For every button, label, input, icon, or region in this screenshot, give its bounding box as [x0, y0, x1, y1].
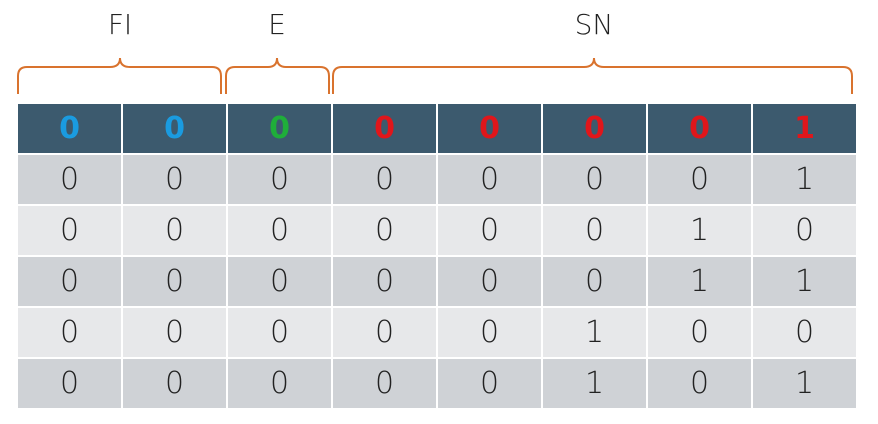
- table-cell: 0: [18, 155, 121, 204]
- table-row: 0 0 0 0 0 1 0 1: [18, 359, 856, 408]
- table-cell: 0: [753, 206, 856, 255]
- table-cell: 0: [123, 257, 226, 306]
- header-bit: 0: [438, 104, 541, 153]
- table-cell: 0: [228, 155, 331, 204]
- table-row: 0 0 0 0 0 0 1 1: [18, 257, 856, 306]
- table-cell: 0: [753, 308, 856, 357]
- table-cell: 0: [333, 155, 436, 204]
- table-cell: 0: [543, 257, 646, 306]
- header-bit: 0: [123, 104, 226, 153]
- table-cell: 0: [18, 308, 121, 357]
- table-cell: 0: [228, 359, 331, 408]
- table-cell: 1: [648, 206, 751, 255]
- table-cell: 0: [648, 359, 751, 408]
- table-cell: 0: [228, 308, 331, 357]
- table-cell: 1: [543, 308, 646, 357]
- table-cell: 0: [438, 308, 541, 357]
- table-cell: 0: [648, 308, 751, 357]
- table-cell: 0: [438, 359, 541, 408]
- table-cell: 0: [543, 155, 646, 204]
- table-cell: 0: [123, 155, 226, 204]
- table-cell: 1: [648, 257, 751, 306]
- header-bit: 0: [648, 104, 751, 153]
- table-cell: 0: [438, 206, 541, 255]
- table-row: 0 0 0 0 0 1 0 0: [18, 308, 856, 357]
- group-label-fi: FI: [107, 8, 133, 41]
- brace-e: [225, 57, 330, 94]
- table-cell: 0: [333, 308, 436, 357]
- header-row: 0 0 0 0 0 0 0 1: [18, 104, 856, 153]
- group-label-sn: SN: [574, 8, 614, 41]
- header-bit: 1: [753, 104, 856, 153]
- table-cell: 0: [123, 359, 226, 408]
- group-braces: [17, 57, 853, 94]
- table-cell: 0: [123, 308, 226, 357]
- table-cell: 1: [753, 257, 856, 306]
- table-cell: 0: [438, 155, 541, 204]
- header-bit: 0: [543, 104, 646, 153]
- table-cell: 1: [543, 359, 646, 408]
- table-cell: 0: [648, 155, 751, 204]
- table-cell: 0: [228, 257, 331, 306]
- table-cell: 0: [18, 257, 121, 306]
- bit-table: 0 0 0 0 0 0 0 1 0 0 0 0 0 0 0 1 0 0 0 0 …: [16, 102, 858, 410]
- brace-sn: [332, 57, 853, 94]
- table-cell: 0: [333, 257, 436, 306]
- table-cell: 1: [753, 359, 856, 408]
- header-bit: 0: [18, 104, 121, 153]
- table-cell: 0: [18, 359, 121, 408]
- table-row: 0 0 0 0 0 0 1 0: [18, 206, 856, 255]
- group-label-e: E: [268, 8, 286, 41]
- table-cell: 0: [333, 206, 436, 255]
- table-cell: 0: [18, 206, 121, 255]
- brace-fi: [17, 57, 222, 94]
- table-cell: 0: [123, 206, 226, 255]
- table-cell: 0: [228, 206, 331, 255]
- header-bit: 0: [333, 104, 436, 153]
- table-cell: 0: [438, 257, 541, 306]
- table-cell: 0: [333, 359, 436, 408]
- table-cell: 0: [543, 206, 646, 255]
- table-cell: 1: [753, 155, 856, 204]
- header-bit: 0: [228, 104, 331, 153]
- table-row: 0 0 0 0 0 0 0 1: [18, 155, 856, 204]
